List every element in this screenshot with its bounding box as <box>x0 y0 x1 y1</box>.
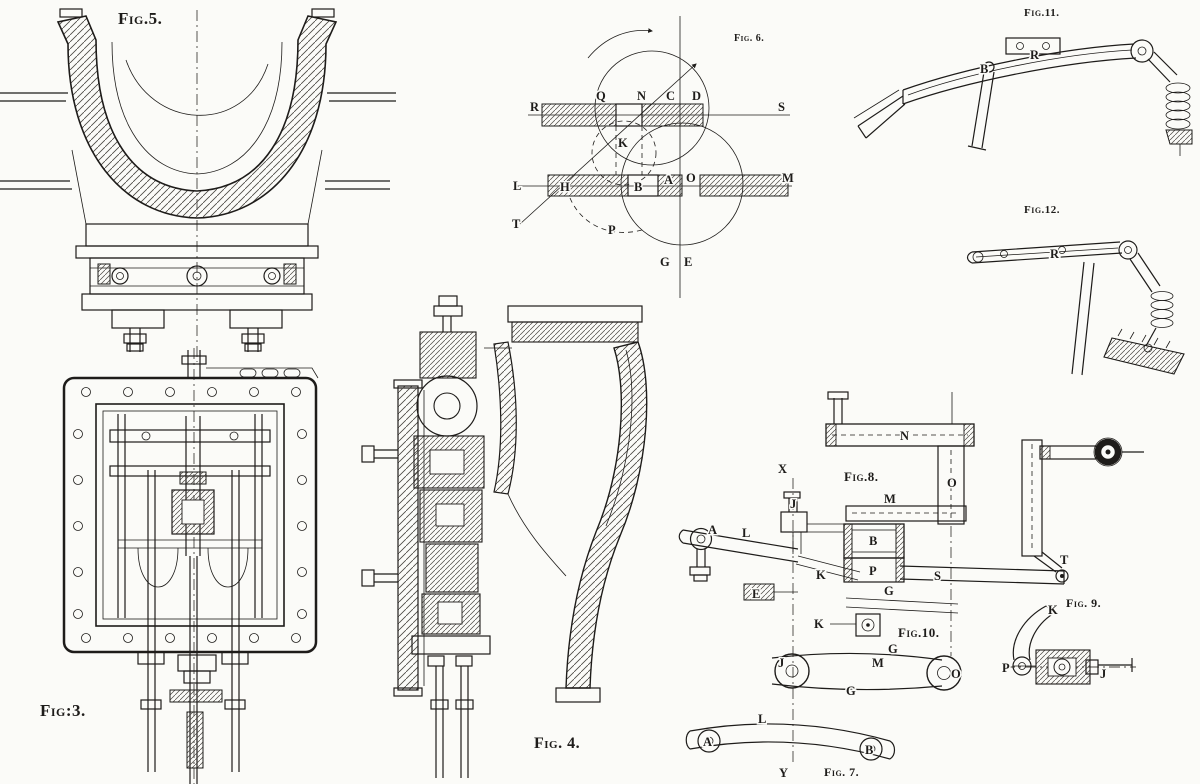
figure-6-group: Fig. 6. R Q N C D S L H B A O M T P K G … <box>511 16 796 298</box>
fig7-label-Y: Y <box>779 766 788 780</box>
fig10-label-K: K <box>814 617 824 631</box>
fig11-spring-coil <box>1165 82 1191 130</box>
fig12-spring-coil <box>1150 291 1174 328</box>
fig8-label-M: M <box>884 492 896 506</box>
fig4-caption: Fig. 4. <box>534 735 580 752</box>
fig6-label-O: O <box>686 171 696 185</box>
fig11-label-R: R <box>1030 48 1040 62</box>
fig6-label-P: P <box>608 223 616 237</box>
figure-8-group: Fig.8. <box>678 391 1144 614</box>
fig6-label-C: C <box>666 89 675 103</box>
fig7-caption: Fig. 7. <box>824 765 859 779</box>
fig8-caption: Fig.8. <box>844 469 878 484</box>
fig8-label-J: J <box>790 497 796 511</box>
fig8-label-B: B <box>869 534 877 548</box>
fig10-pivot-block <box>855 613 881 637</box>
fig8-label-X: X <box>778 462 787 476</box>
fig4-left-plate <box>397 385 419 691</box>
fig12-label-R: R <box>1050 247 1060 261</box>
figure-12-group: Fig.12. R <box>966 204 1185 376</box>
fig8-bar-M <box>845 505 967 522</box>
fig7-curved-link <box>685 723 896 760</box>
fig6-label-E: E <box>684 255 692 269</box>
fig8-block-J <box>780 511 808 533</box>
fig9-label-P: P <box>1002 661 1010 675</box>
fig10-label-G1: G <box>888 642 898 656</box>
fig6-upper-circle <box>594 50 710 166</box>
fig11-caption: Fig.11. <box>1024 7 1059 19</box>
figure-3-group: Fig:3. <box>40 350 319 784</box>
fig9-label-J: J <box>1100 667 1106 681</box>
fig8-label-S: S <box>934 569 941 583</box>
fig10-label-M: M <box>872 656 884 670</box>
fig6-label-L: L <box>513 179 521 193</box>
fig9-label-K: K <box>1048 603 1058 617</box>
figure-5-group: Fig.5. <box>0 8 396 352</box>
fig12-caption: Fig.12. <box>1024 204 1060 216</box>
figure-10-group: Fig.10. K J O M G G <box>771 613 963 700</box>
fig10-caption: Fig.10. <box>898 625 939 640</box>
fig8-member-O <box>937 445 965 525</box>
fig4-casing-wall <box>565 341 648 689</box>
fig6-label-G: G <box>660 255 670 269</box>
fig5-bearing-bowl <box>56 15 338 219</box>
fig11-label-B: B <box>980 62 988 76</box>
fig10-link-bar <box>771 652 943 691</box>
fig6-label-Q: Q <box>596 89 606 103</box>
fig5-caption: Fig.5. <box>118 9 162 28</box>
fig10-label-O: O <box>951 667 961 681</box>
fig6-label-N: N <box>637 89 646 103</box>
fig6-label-M: M <box>782 171 794 185</box>
fig6-label-K: K <box>618 136 628 150</box>
figure-11-group: Fig.11. B R <box>853 7 1193 156</box>
fig3-caption: Fig:3. <box>40 701 86 720</box>
fig6-label-B: B <box>634 180 642 194</box>
fig6-caption: Fig. 6. <box>734 33 764 44</box>
fig8-label-G: G <box>884 584 894 598</box>
fig7-label-A: A <box>703 735 712 749</box>
figure-4-group: Fig. 4. <box>361 295 648 778</box>
fig10-label-G2: G <box>846 684 856 698</box>
fig8-label-K: K <box>816 568 826 582</box>
fig8-handle-knob <box>1094 438 1122 466</box>
fig6-label-T: T <box>512 217 521 231</box>
fig7-label-L: L <box>758 712 766 726</box>
fig8-label-T: T <box>1060 553 1069 567</box>
fig8-crank-bar <box>1021 439 1043 557</box>
fig6-label-R: R <box>530 100 540 114</box>
fig3-bolt-holes <box>73 387 307 643</box>
figure-9-group: Fig. 9. K P J <box>1001 596 1133 685</box>
fig8-label-P: P <box>869 564 877 578</box>
fig8-link-AL <box>678 529 799 563</box>
fig9-caption: Fig. 9. <box>1066 596 1101 610</box>
fig8-label-E: E <box>752 587 760 601</box>
fig8-label-O: O <box>947 476 957 490</box>
fig6-label-H: H <box>560 180 570 194</box>
fig6-label-S: S <box>778 100 785 114</box>
fig8-label-L: L <box>742 526 750 540</box>
figure-7-group: Fig. 7. A B L Y <box>685 711 896 782</box>
fig4-gland <box>421 593 481 635</box>
fig10-label-J: J <box>778 656 784 670</box>
fig6-label-D: D <box>692 89 701 103</box>
fig12-ratchet-quadrant <box>1103 337 1185 375</box>
fig6-lower-circle <box>620 122 744 246</box>
fig6-label-A: A <box>664 173 673 187</box>
centerlines <box>193 10 1136 784</box>
fig8-label-N: N <box>900 429 909 443</box>
fig8-label-A: A <box>708 523 717 537</box>
fig7-label-B: B <box>865 743 873 757</box>
fig8-bar-S <box>899 565 1065 585</box>
